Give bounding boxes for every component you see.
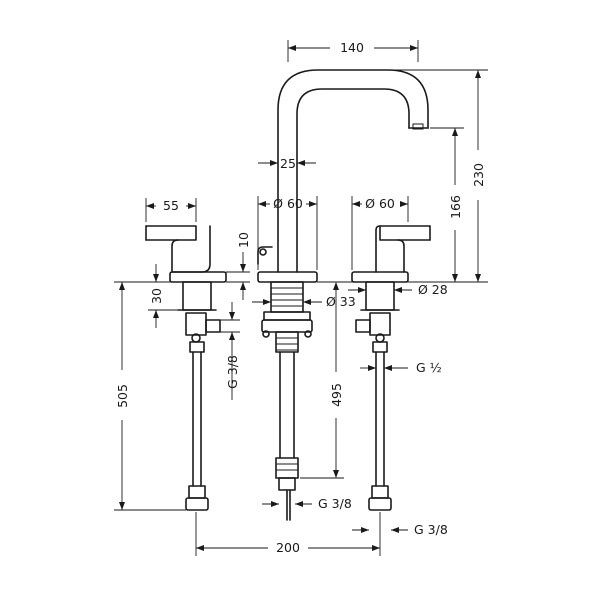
spout-shank [261,281,313,521]
dim-spout-thread-bottom-label: G 3/8 [318,496,352,511]
spout-rosette [257,246,318,283]
dim-spout-base-dia: Ø 60 [257,196,318,270]
dim-center-spacing: 200 [195,512,381,556]
dim-left-handle-width: 55 [145,198,197,222]
dim-rosette-height: 10 [226,232,251,300]
dim-right-rosette-dia: Ø 60 [351,196,409,270]
right-valve-body [351,271,409,511]
dim-spout-hose-length: 495 [300,281,344,479]
dim-right-rosette-dia-label: Ø 60 [365,196,395,211]
dim-spout-thread-bottom: G 3/8 [262,496,352,511]
dim-spout-base-dia-label: Ø 60 [273,196,303,211]
dim-right-thread-top-label: G ½ [416,360,442,375]
dim-spout-width: 25 [258,152,316,171]
dim-outlet-height: 166 [430,127,464,282]
dim-valve-body-height-label: 30 [149,288,164,304]
dim-left-thread-label: G 3/8 [225,355,240,389]
dim-outlet-height-label: 166 [448,195,463,219]
dim-left-thread: G 3/8 [206,302,240,400]
right-handle [375,225,431,273]
dim-spout-hose-length-label: 495 [329,383,344,407]
dim-valve-shank-dia: Ø 28 [348,282,448,297]
dim-left-hose-length-label: 505 [115,384,130,408]
left-handle [145,225,211,273]
spout [277,69,429,273]
dim-spout-height: 230 [320,69,488,283]
dim-center-spacing-label: 200 [276,540,300,555]
dim-valve-body-height: 30 [148,264,182,328]
dim-valve-shank-dia-label: Ø 28 [418,282,448,297]
dim-right-thread-top: G ½ [360,360,442,375]
dim-left-hose-length: 505 [114,281,186,511]
dim-spout-reach: 140 [287,40,419,62]
dim-right-thread-bottom-label: G 3/8 [414,522,448,537]
dim-spout-shank-dia: Ø 33 [252,294,356,309]
dim-spout-reach-label: 140 [340,40,364,55]
dim-right-thread-bottom: G 3/8 [352,522,448,537]
left-valve-body [169,271,227,511]
dim-left-handle-width-label: 55 [163,198,179,213]
dim-spout-width-label: 25 [280,156,296,171]
dim-spout-shank-dia-label: Ø 33 [326,294,356,309]
dim-spout-height-label: 230 [471,163,486,187]
dim-rosette-height-label: 10 [236,232,251,248]
